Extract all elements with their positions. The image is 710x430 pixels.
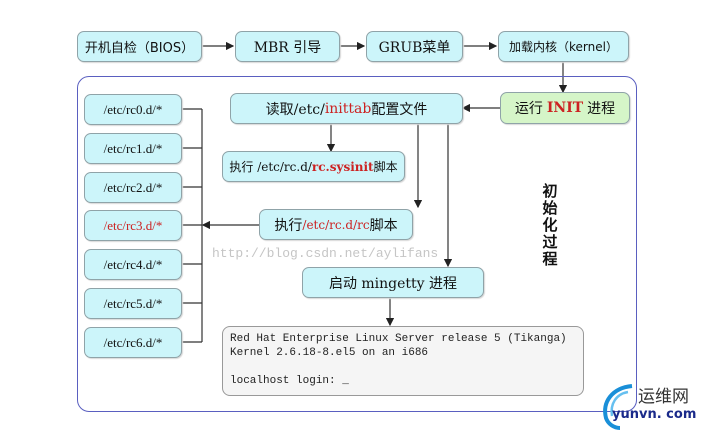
exec-sysinit-prefix: 执行 /etc/rc.d/ xyxy=(229,160,312,174)
start-mingetty-label: 启动 mingetty 进程 xyxy=(328,275,458,292)
mbr-step-label: MBR 引导 xyxy=(253,39,322,56)
terminal-line xyxy=(230,360,576,374)
kernel-step: 加载内核（kernel） xyxy=(498,31,629,62)
runlevel-4: /etc/rc4.d/* xyxy=(84,249,182,280)
swirl-logo-icon xyxy=(603,384,633,430)
logo-english-text: yunvn. com xyxy=(612,407,697,422)
terminal-login-prompt: localhost login: _ xyxy=(230,375,349,387)
site-logo: 运维网 yunvn. com xyxy=(598,380,710,430)
run-init-highlight: INIT xyxy=(546,100,584,116)
side-label-char: 初 xyxy=(542,182,558,200)
init-process-side-label: 初 始 化 过 程 xyxy=(541,183,559,268)
kernel-step-label: 加载内核（kernel） xyxy=(509,40,618,54)
init-process-frame xyxy=(77,76,637,412)
side-label-char: 化 xyxy=(542,216,558,234)
exec-rc-highlight: /etc/rc.d/rc xyxy=(302,217,370,232)
url-watermark: http://blog.csdn.net/aylifans xyxy=(212,246,439,261)
runlevel-3: /etc/rc3.d/* xyxy=(84,210,182,241)
runlevel-label: /etc/rc4.d/* xyxy=(103,256,163,272)
run-init-suffix: 进程 xyxy=(587,101,616,117)
exec-sysinit-step: 执行 /etc/rc.d/rc.sysinit 脚本 xyxy=(222,151,405,182)
exec-rc-suffix: 脚本 xyxy=(369,217,398,234)
terminal-line: Kernel 2.6.18-8.el5 on an i686 xyxy=(230,347,429,359)
runlevel-label: /etc/rc1.d/* xyxy=(103,140,163,156)
start-mingetty-step: 启动 mingetty 进程 xyxy=(302,267,484,298)
read-inittab-highlight: inittab xyxy=(324,100,372,117)
bios-step: 开机自检（BIOS） xyxy=(77,31,202,62)
runlevel-label: /etc/rc3.d/* xyxy=(103,217,163,233)
side-label-char: 始 xyxy=(542,199,558,217)
exec-rc-prefix: 执行 xyxy=(274,217,303,234)
run-init-step: 运行 INIT 进程 xyxy=(500,92,630,124)
side-label-char: 程 xyxy=(542,250,558,268)
bios-step-label: 开机自检（BIOS） xyxy=(84,41,195,56)
exec-sysinit-suffix: 脚本 xyxy=(373,160,398,174)
grub-step: GRUB菜单 xyxy=(366,31,463,62)
runlevel-1: /etc/rc1.d/* xyxy=(84,133,182,164)
runlevel-2: /etc/rc2.d/* xyxy=(84,172,182,203)
run-init-prefix: 运行 xyxy=(514,101,543,117)
grub-step-label: GRUB菜单 xyxy=(378,39,451,56)
runlevel-5: /etc/rc5.d/* xyxy=(84,288,182,319)
runlevel-label: /etc/rc5.d/* xyxy=(103,295,163,311)
runlevel-label: /etc/rc0.d/* xyxy=(103,101,163,117)
side-label-char: 过 xyxy=(542,233,558,251)
runlevel-0: /etc/rc0.d/* xyxy=(84,94,182,125)
exec-sysinit-highlight: rc.sysinit xyxy=(311,159,374,174)
logo-chinese-text: 运维网 xyxy=(638,387,689,407)
read-inittab-suffix: 配置文件 xyxy=(371,101,428,118)
runlevel-6: /etc/rc6.d/* xyxy=(84,327,182,358)
read-inittab-prefix: 读取/etc/ xyxy=(265,101,325,118)
login-terminal: Red Hat Enterprise Linux Server release … xyxy=(222,326,584,396)
terminal-line: Red Hat Enterprise Linux Server release … xyxy=(230,333,567,345)
mbr-step: MBR 引导 xyxy=(235,31,340,62)
runlevel-label: /etc/rc2.d/* xyxy=(103,179,163,195)
runlevel-label: /etc/rc6.d/* xyxy=(103,334,163,350)
